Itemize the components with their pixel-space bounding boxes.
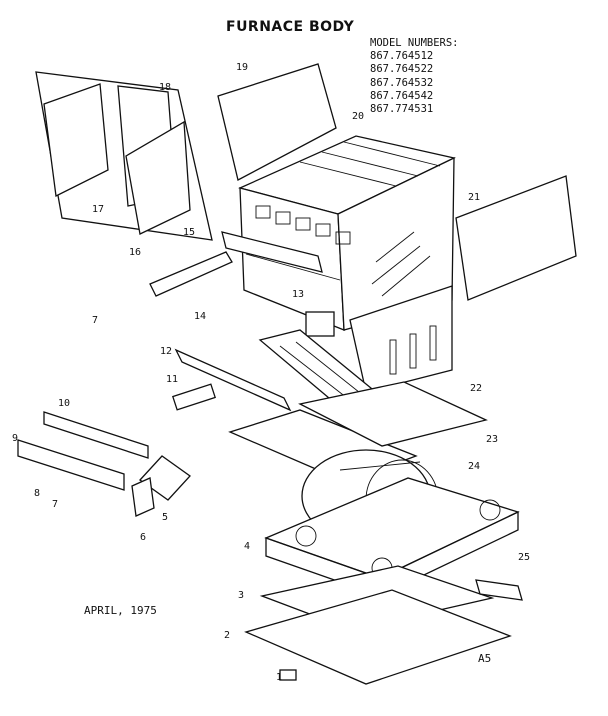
- furnace-body-20: [238, 135, 456, 393]
- callout-label: 8: [34, 488, 40, 499]
- callout-label: 14: [194, 311, 206, 322]
- bracket-6: [131, 477, 155, 517]
- callout-label: 22: [470, 383, 482, 394]
- model-header: MODEL NUMBERS:: [370, 37, 459, 49]
- callout-label: 13: [292, 289, 304, 300]
- callout-label: 11: [166, 374, 178, 385]
- bracket-5: [139, 455, 191, 501]
- bracket-8: [17, 439, 125, 491]
- clip-1: [279, 669, 297, 681]
- model-number: 867.764532: [370, 76, 434, 89]
- callout-label: 19: [236, 62, 248, 73]
- panel-21: [455, 175, 577, 301]
- callout-label: 15: [183, 227, 195, 238]
- callout-label: 25: [518, 552, 530, 563]
- revision-date: APRIL, 1975: [84, 604, 157, 617]
- model-number: 867.764512: [370, 50, 434, 63]
- callout-label: 21: [468, 192, 480, 203]
- callout-label: 12: [160, 346, 172, 357]
- model-number: 867.774531: [370, 103, 434, 116]
- model-number: 867.764522: [370, 63, 434, 76]
- panel-16-17-18: [35, 71, 213, 241]
- callout-label: 4: [244, 541, 250, 552]
- callout-label: 1: [276, 672, 282, 683]
- callout-labels: 1 2 3 4 5 6 7 7 8 9 10 11 12 13 14 15 16…: [12, 62, 530, 683]
- callout-label: 7: [92, 315, 98, 326]
- model-numbers-block: MODEL NUMBERS: 867.764512 867.764522 867…: [370, 37, 459, 116]
- callout-label: 20: [352, 111, 364, 122]
- rail-14: [149, 251, 233, 297]
- model-number: 867.764542: [370, 89, 434, 102]
- rail-12: [174, 348, 292, 412]
- slide-25: [475, 579, 523, 601]
- callout-label: 23: [486, 434, 498, 445]
- panel-22: [298, 381, 488, 447]
- callout-label: 3: [238, 590, 244, 601]
- callout-label: 2: [224, 630, 230, 641]
- callout-label: 6: [140, 532, 146, 543]
- callout-label: 18: [159, 82, 171, 93]
- panel-19: [217, 63, 337, 181]
- callout-label: 17: [92, 204, 104, 215]
- callout-label: 10: [58, 398, 70, 409]
- callout-label: 16: [129, 247, 141, 258]
- callout-label: 7: [52, 499, 58, 510]
- pilot-11: [171, 383, 217, 411]
- callout-label: 24: [468, 461, 480, 472]
- bracket-15: [221, 231, 323, 273]
- base-2: [244, 589, 512, 685]
- callout-label: 5: [162, 512, 168, 523]
- plate-id: A5: [478, 652, 492, 665]
- diagram-title: FURNACE BODY: [226, 19, 355, 35]
- callout-label: 9: [12, 433, 18, 444]
- bracket-10: [43, 411, 149, 459]
